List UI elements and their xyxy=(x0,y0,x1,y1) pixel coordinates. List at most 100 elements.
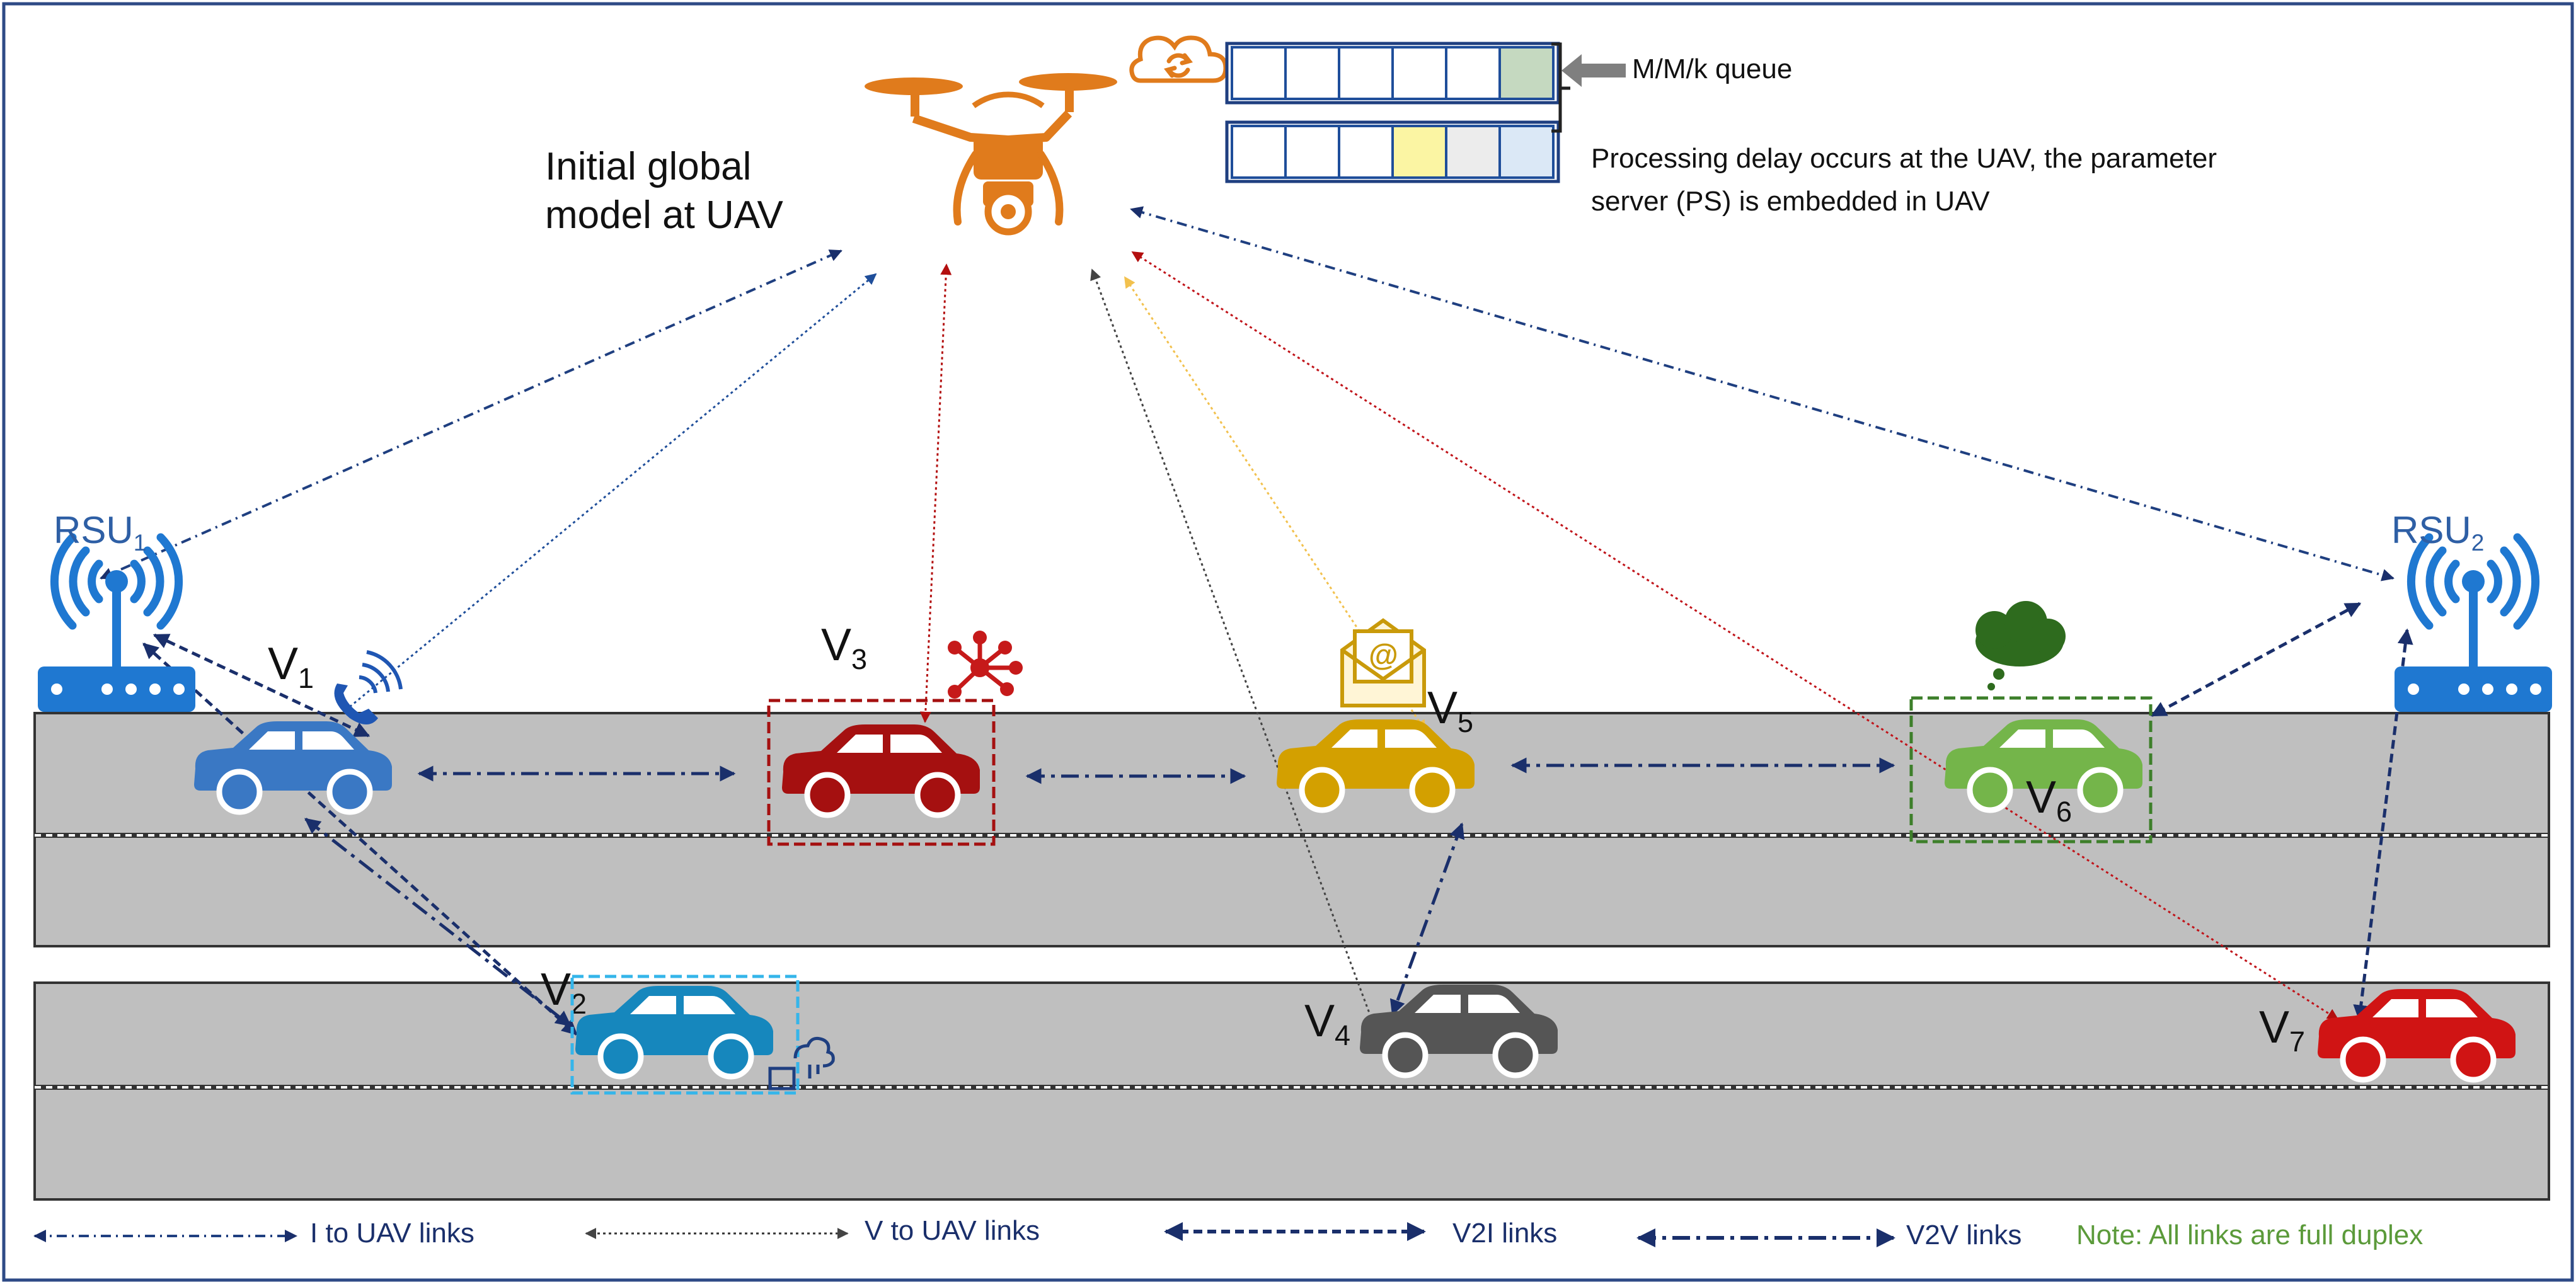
car-wheel xyxy=(2340,1036,2386,1083)
queue-label: M/M/k queue xyxy=(1632,54,1792,84)
vehicle-label: V6 xyxy=(2026,772,2072,828)
queue-slot xyxy=(1498,46,1555,100)
road-lane xyxy=(33,835,2550,947)
vehicle-label: V3 xyxy=(821,620,867,675)
car-window xyxy=(249,731,295,750)
v2i-link xyxy=(2150,602,2362,718)
rsu-antenna xyxy=(2469,588,2478,666)
car-window xyxy=(2426,999,2478,1017)
queue-note-line2: server (PS) is embedded in UAV xyxy=(1591,186,1990,217)
car-window xyxy=(1331,729,1377,748)
car-wheel xyxy=(216,769,263,815)
car-wheel xyxy=(1492,1032,1539,1078)
car-wheel xyxy=(1409,767,1456,813)
cloud-sync-icon xyxy=(1129,35,1228,83)
mm-k-queue xyxy=(1225,42,1560,183)
rsu-tower-icon: RSU2 xyxy=(2391,509,2552,712)
signal-wave xyxy=(2513,533,2540,630)
car-wheel xyxy=(708,1033,754,1080)
queue-bracket xyxy=(1551,42,1570,133)
device-cloud-icon xyxy=(768,1036,835,1090)
phone-icon xyxy=(334,650,403,724)
rsu-base xyxy=(38,666,195,712)
car-icon xyxy=(2318,989,2516,1083)
queue-slot xyxy=(1284,125,1340,179)
queue-slot xyxy=(1498,125,1555,179)
rsu-led xyxy=(2408,684,2419,695)
rsu-led xyxy=(51,684,62,695)
car-window xyxy=(837,735,883,753)
email-icon: @ xyxy=(1340,618,1426,707)
signal-wave xyxy=(156,533,183,630)
rsu-label: RSU2 xyxy=(2391,509,2484,556)
i-to-uav-link xyxy=(1130,206,2395,581)
legend-v2v: V2V links xyxy=(1906,1220,2021,1250)
car-wheel xyxy=(1299,767,1345,813)
road-lane xyxy=(33,981,2550,1087)
signal-wave xyxy=(2444,559,2460,603)
car-window xyxy=(1999,729,2045,748)
car-window xyxy=(2372,999,2418,1017)
signal-wave xyxy=(50,533,77,630)
queue-slot xyxy=(1391,125,1447,179)
car-wheel xyxy=(2077,767,2124,813)
rsu-label: RSU1 xyxy=(54,509,146,556)
car-window xyxy=(630,996,676,1014)
rsu-led xyxy=(2482,684,2493,695)
legend-i-to-uav: I to UAV links xyxy=(310,1218,474,1249)
svg-text:@: @ xyxy=(1369,639,1398,672)
car-window xyxy=(684,996,735,1014)
rsu-led xyxy=(125,684,137,695)
uav-caption-line2: model at UAV xyxy=(545,193,784,237)
car-window xyxy=(1415,995,1461,1013)
queue-slot xyxy=(1445,46,1501,100)
car-icon xyxy=(575,986,773,1080)
car-window xyxy=(890,735,942,753)
legend: I to UAV links V to UAV links V2I links … xyxy=(33,1215,2423,1250)
rsu-antenna xyxy=(112,588,121,666)
v2i-link xyxy=(2353,628,2413,1021)
vehicle-label: V5 xyxy=(1427,683,1473,738)
uav-caption-line1: Initial global xyxy=(545,145,751,188)
signal-wave xyxy=(2500,546,2521,617)
rsu-led xyxy=(2458,684,2470,695)
rsu-tower-icon: RSU1 xyxy=(38,509,195,712)
rsu-antenna-tip xyxy=(105,570,128,593)
car-wheel xyxy=(1967,767,2013,813)
queue-row xyxy=(1225,120,1560,183)
car-wheel xyxy=(2450,1036,2497,1083)
queue-slot xyxy=(1391,46,1447,100)
car-wheel xyxy=(804,772,851,818)
v2-highlight-box xyxy=(570,975,800,1095)
v6-highlight-box xyxy=(1909,696,2153,844)
uav-drone-icon xyxy=(865,73,1117,236)
v3-highlight-box xyxy=(767,699,996,846)
i-to-uav-link xyxy=(100,249,842,580)
links xyxy=(100,206,2413,1036)
queue-slot xyxy=(1445,125,1501,179)
road-lane xyxy=(33,1087,2550,1201)
arrow-left-icon xyxy=(1561,54,1626,87)
signal-wave xyxy=(2487,559,2502,603)
signal-wave xyxy=(88,559,103,603)
vehicle-label: V4 xyxy=(1304,996,1350,1051)
signal-wave xyxy=(2406,533,2434,630)
v-to-uav-link xyxy=(919,263,952,723)
queue-slot xyxy=(1231,125,1287,179)
v2v-link xyxy=(304,818,572,1027)
car-icon xyxy=(1277,719,1475,813)
signal-wave xyxy=(143,546,164,617)
vehicle-label: V1 xyxy=(268,639,314,694)
rsus: RSU1 RSU2 xyxy=(38,509,2552,712)
signal-wave xyxy=(130,559,146,603)
car-icon xyxy=(1360,985,1558,1078)
car-icon xyxy=(782,724,980,818)
vehicle-label: V2 xyxy=(541,964,587,1020)
queue-slot xyxy=(1338,125,1394,179)
car-window xyxy=(1385,729,1437,748)
car-wheel xyxy=(1382,1032,1429,1078)
queue-slot xyxy=(1284,46,1340,100)
signal-wave xyxy=(69,546,90,617)
